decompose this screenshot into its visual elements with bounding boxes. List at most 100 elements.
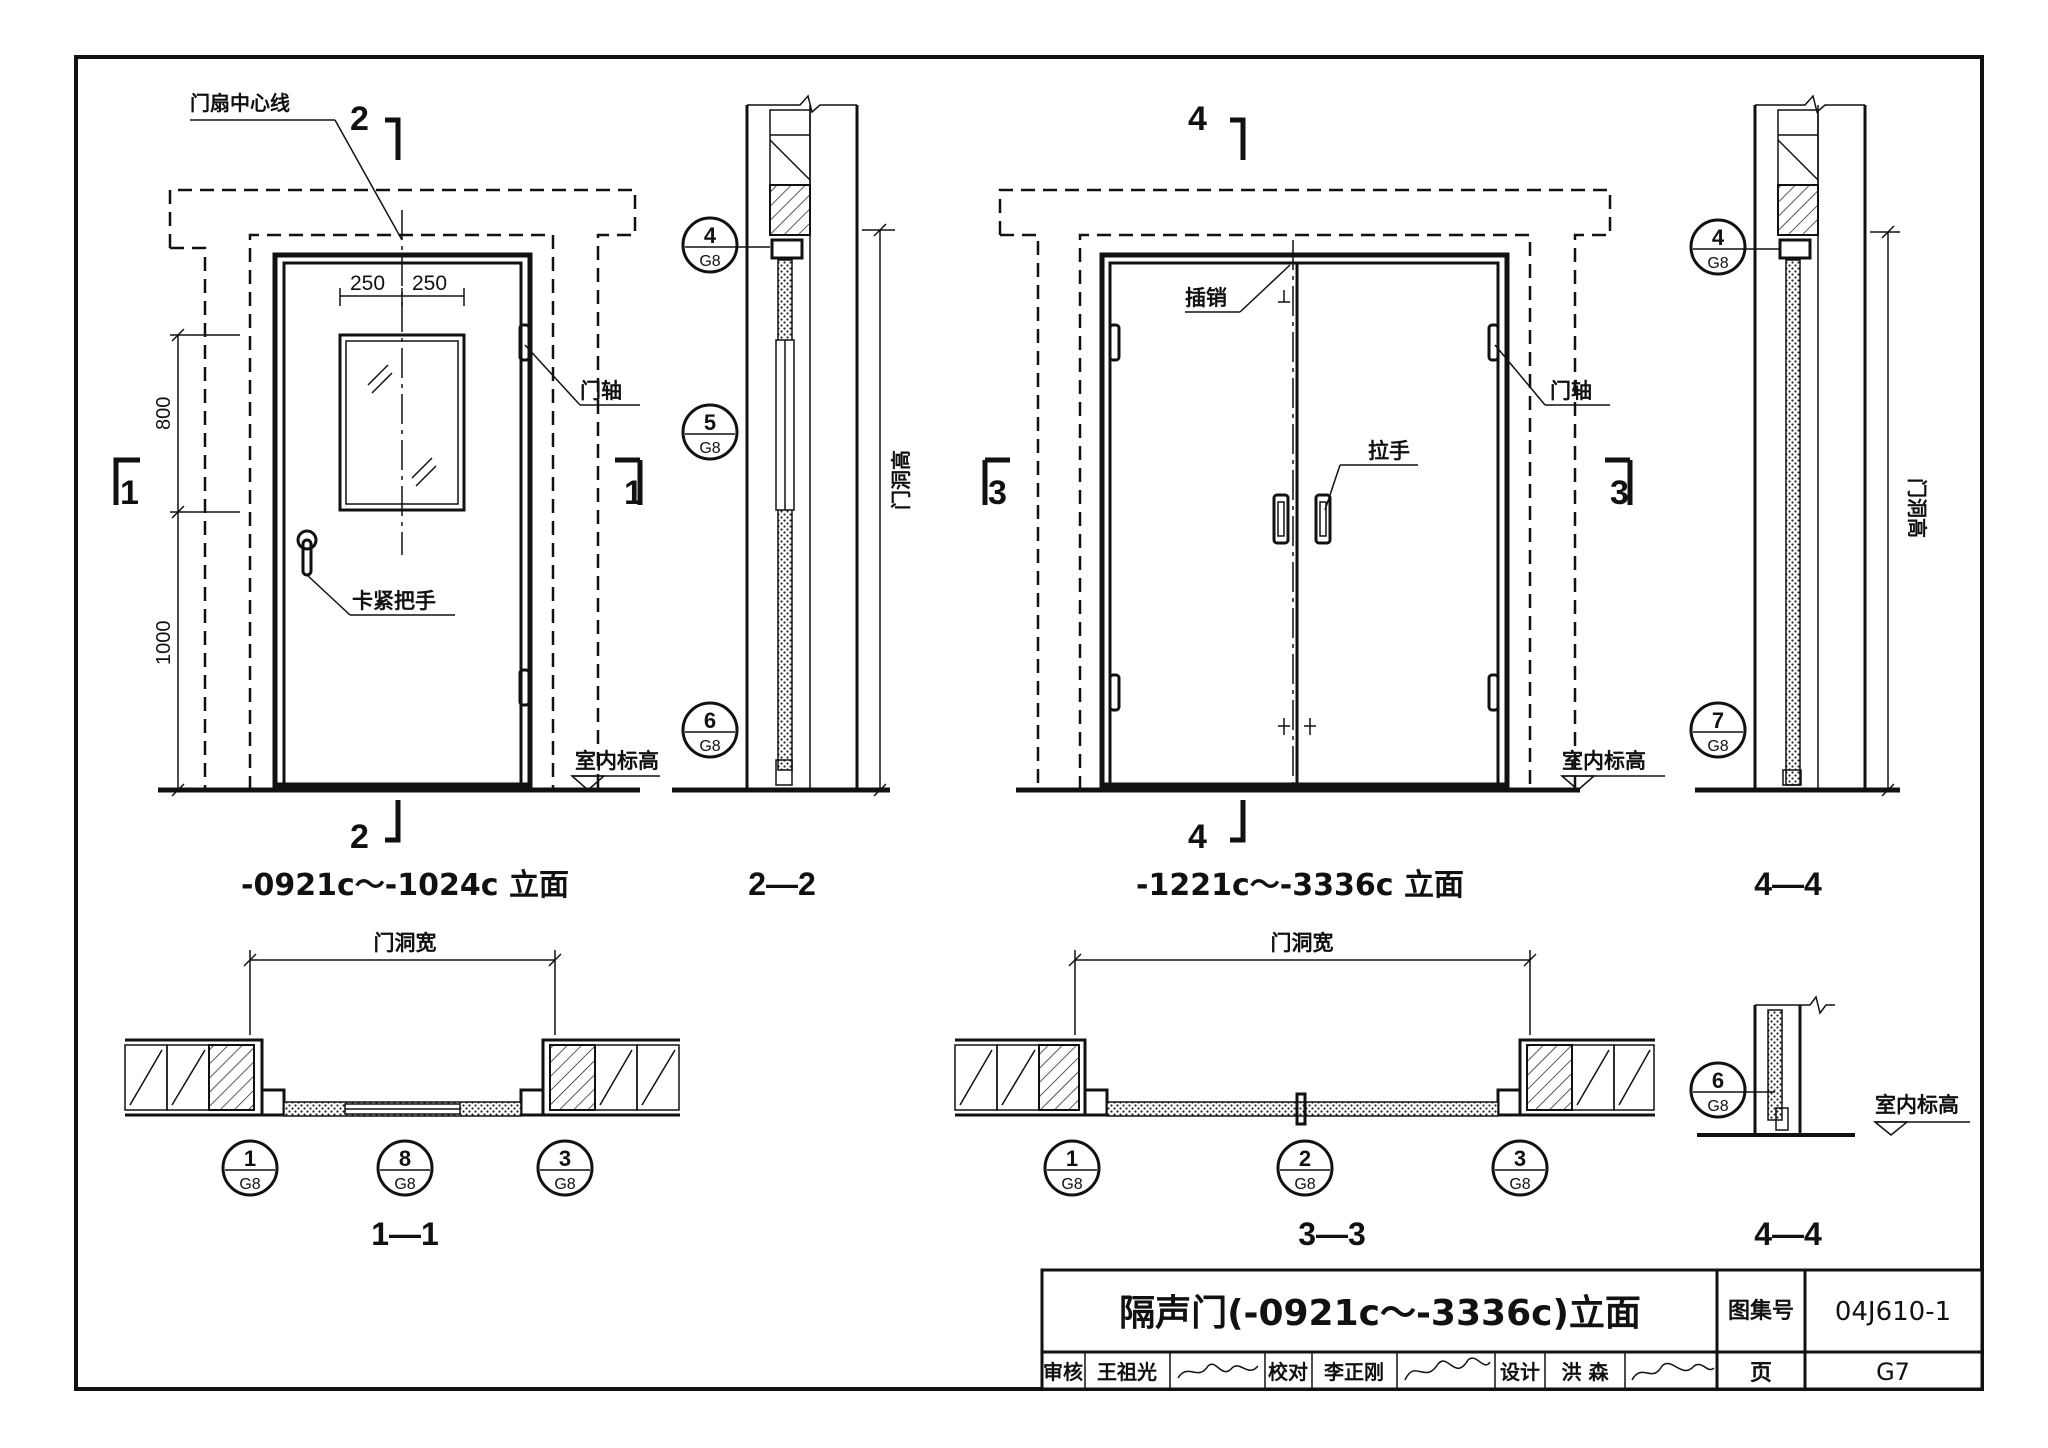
door-core-section: [777, 259, 793, 771]
door-leaves-plan: [1106, 1101, 1499, 1117]
detail-reference-marker: 6 G8: [681, 701, 739, 759]
section-title: 1—1: [371, 1216, 439, 1252]
section-cut-mark-3: [982, 457, 1010, 505]
elevation-title: -0921c～-1024c 立面: [241, 868, 569, 903]
hinge-label: 门轴: [580, 379, 622, 403]
section-2-2: 门洞高 4 G8 5 G8 6 G8 2—2: [672, 94, 913, 902]
section-cut-mark-2: [385, 117, 401, 160]
section-4-4-detail: 室内标高 6 G8 4—4: [1689, 995, 1970, 1252]
svg-text:G8: G8: [1707, 1098, 1728, 1115]
opening-width-label: 门洞宽: [374, 931, 437, 955]
trim-outline-dashed-left: [170, 246, 207, 790]
dim-label: 800: [153, 397, 175, 430]
opening-width-label: 门洞宽: [1271, 931, 1334, 955]
floor-level-label: 室内标高: [1562, 749, 1646, 773]
section-cut-number: 3: [1610, 474, 1629, 512]
detail-reference-marker: 3 G8: [1491, 1139, 1549, 1197]
svg-text:2: 2: [1299, 1146, 1311, 1171]
sheet-border: [74, 55, 1984, 1391]
section-title: 3—3: [1298, 1216, 1366, 1252]
section-cut-number: 2: [350, 100, 369, 138]
reviewer-name: 王祖光: [1097, 1360, 1157, 1384]
detail-reference-marker: 4 G8: [1689, 218, 1780, 276]
hinge-icon: [1487, 673, 1500, 712]
page-number: G7: [1876, 1358, 1910, 1386]
svg-text:G8: G8: [1707, 255, 1728, 272]
svg-text:7: 7: [1712, 708, 1724, 733]
section-1-1: 门洞宽 1 G8 8 G8: [124, 931, 680, 1252]
dim-label: 250: [412, 272, 447, 295]
hinge-icon: [518, 668, 531, 707]
lintel-hatch: [769, 184, 811, 236]
svg-text:G8: G8: [1509, 1176, 1530, 1193]
opening-height-label: 门洞高: [1905, 478, 1929, 538]
trim-outline-dashed: [168, 188, 637, 790]
reviewer-signature: [1177, 1363, 1259, 1379]
detail-reference-marker: 7 G8: [1689, 701, 1747, 759]
svg-text:G8: G8: [699, 253, 720, 270]
svg-text:G8: G8: [1294, 1176, 1315, 1193]
designer-name: 洪 森: [1562, 1360, 1610, 1384]
designer-signature: [1631, 1362, 1715, 1381]
pull-handle-label: 拉手: [1368, 439, 1410, 463]
detail-reference-marker: 1 G8: [221, 1139, 279, 1197]
atlas-number: 04J610-1: [1835, 1297, 1951, 1327]
drawing-title: 隔声门(-0921c～-3336c)立面: [1119, 1293, 1641, 1334]
detail-reference-marker: 3 G8: [536, 1139, 594, 1197]
door-frame: [1099, 252, 1510, 788]
review-label: 审核: [1043, 1360, 1083, 1384]
svg-text:G8: G8: [1707, 738, 1728, 755]
hinge-label: 门轴: [1550, 379, 1592, 403]
section-cut-number: 4: [1188, 100, 1207, 138]
opening-height-label: 门洞高: [889, 450, 913, 510]
dim-label: 1000: [153, 621, 175, 666]
hinge-icon: [1487, 323, 1500, 362]
door-leaves: [1108, 261, 1500, 787]
svg-text:1: 1: [1066, 1146, 1078, 1171]
center-line-label: 门扇中心线: [190, 91, 290, 115]
level-mark-icon: [1872, 1121, 1910, 1136]
section-cut-mark-2: [385, 800, 401, 843]
svg-text:4: 4: [704, 223, 717, 248]
bolt-icon: [1278, 718, 1290, 735]
section-cut-mark-3: [1605, 457, 1633, 505]
svg-text:G8: G8: [1061, 1176, 1082, 1193]
trim-outline-dashed: [998, 188, 1612, 790]
design-label: 设计: [1500, 1360, 1540, 1384]
detail-reference-marker: 6 G8: [1689, 1061, 1775, 1119]
lever-handle-icon: [296, 529, 318, 551]
elevation-title: -1221c～-3336c 立面: [1136, 868, 1464, 903]
svg-text:3: 3: [1514, 1146, 1526, 1171]
detail-reference-marker: 8 G8: [376, 1139, 434, 1197]
svg-text:6: 6: [704, 708, 716, 733]
detail-reference-marker: 2 G8: [1276, 1139, 1334, 1197]
section-4-4-top: 门洞高 4 G8 7 G8 4—4: [1689, 94, 1929, 902]
check-label: 校对: [1268, 1360, 1308, 1384]
hinge-icon: [1108, 673, 1121, 712]
page-label: 页: [1750, 1361, 1772, 1386]
handle-label: 卡紧把手: [352, 589, 436, 613]
svg-text:6: 6: [1712, 1068, 1724, 1093]
section-title: 4—4: [1754, 866, 1822, 902]
atlas-label: 图集号: [1728, 1298, 1794, 1324]
door-core-section: [1785, 259, 1801, 786]
section-cut-number: 3: [988, 474, 1007, 512]
svg-text:G8: G8: [394, 1176, 415, 1193]
section-title: 2—2: [748, 866, 816, 902]
title-block: 隔声门(-0921c～-3336c)立面 图集号 04J610-1 页 G7 审…: [1040, 1268, 1984, 1391]
floor-level-label: 室内标高: [1875, 1093, 1959, 1117]
svg-text:G8: G8: [699, 738, 720, 755]
detail-reference-marker: 5 G8: [681, 403, 739, 461]
floor-level-label: 室内标高: [575, 749, 659, 773]
detail-reference-marker: 1 G8: [1043, 1139, 1101, 1197]
section-cut-mark-1: [113, 457, 140, 468]
elevation-double-door: 插销 门轴 拉手 室内标高 4 4 3 3 -1221c～-3336c 立面: [982, 100, 1665, 903]
trim-outline-dashed-left: [1000, 233, 1040, 790]
pull-handle-icon: [1272, 493, 1290, 545]
opening-outline-dashed: [1078, 233, 1532, 790]
checker-name: 李正刚: [1323, 1360, 1384, 1384]
svg-text:G8: G8: [699, 440, 720, 457]
svg-text:G8: G8: [239, 1176, 260, 1193]
section-cut-number: 2: [350, 818, 369, 856]
